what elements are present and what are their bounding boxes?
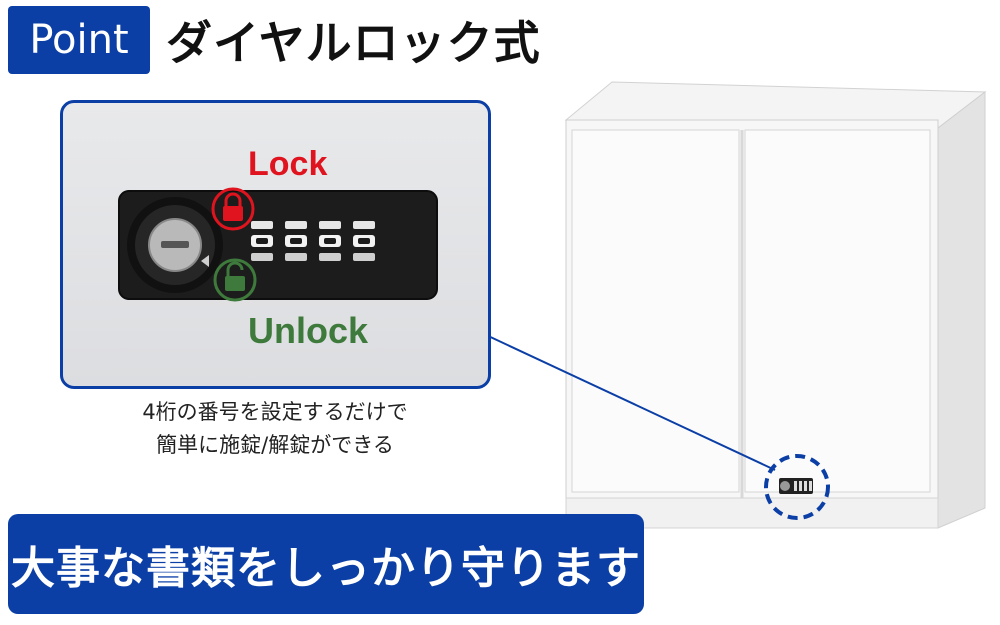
combination-dial [251, 221, 273, 261]
page-title-text: ダイヤルロック式 [166, 16, 541, 70]
feature-banner: 大事な書類をしっかり守ります [8, 514, 644, 614]
page-title: ダイヤルロック式 [166, 6, 541, 74]
point-badge-label: Point [29, 17, 129, 63]
combination-dial [353, 221, 375, 261]
padlock-open-icon [225, 261, 245, 291]
unlock-label: Unlock [248, 310, 369, 351]
combination-dial [319, 221, 341, 261]
combination-dial [285, 221, 307, 261]
cabinet-lock-small [779, 478, 813, 494]
lock-caption: 4桁の番号を設定するだけで 簡単に施錠/解錠ができる [100, 396, 450, 462]
point-badge: Point [8, 6, 150, 74]
feature-banner-text: 大事な書類をしっかり守ります [11, 543, 641, 594]
cabinet-door-left [571, 129, 740, 493]
lock-highlight-dashed-circle [764, 454, 830, 520]
lock-indicator-ring [211, 187, 255, 231]
cabinet-door-right [744, 129, 931, 493]
combination-dials [251, 221, 375, 261]
callout-connector-line [483, 333, 776, 471]
lock-closeup-inset: Lock Unlock [60, 100, 491, 389]
caption-line-2: 簡単に施錠/解錠ができる [156, 433, 394, 457]
dial-lock-closeup: Lock Unlock [118, 145, 438, 351]
padlock-closed-icon [223, 192, 243, 221]
unlock-indicator-ring [213, 258, 257, 302]
lock-label: Lock [248, 145, 327, 183]
caption-line-1: 4桁の番号を設定するだけで [142, 400, 408, 424]
cabinet-side [937, 90, 986, 529]
